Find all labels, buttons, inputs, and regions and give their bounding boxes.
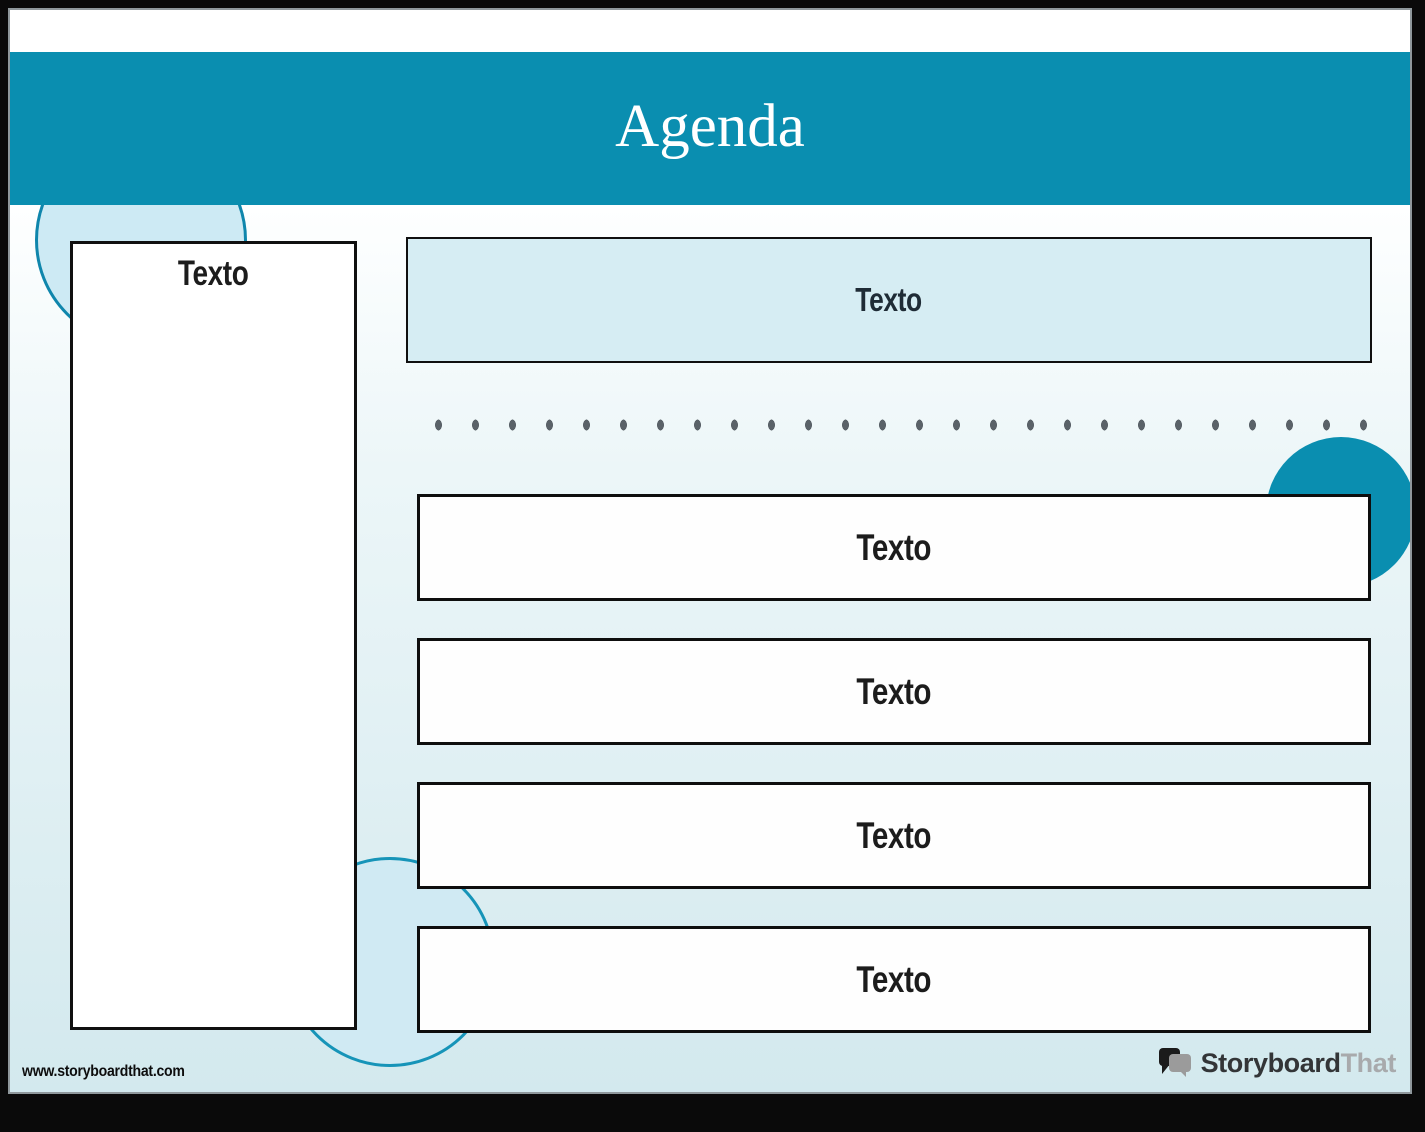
title-banner: Agenda <box>10 52 1410 205</box>
agenda-row-1[interactable]: Texto <box>417 494 1371 601</box>
brand-primary: Storyboard <box>1200 1047 1341 1078</box>
slide-canvas: Agenda Texto Texto Texto Texto Texto Tex… <box>8 8 1412 1094</box>
speech-bubbles-icon <box>1158 1048 1191 1077</box>
agenda-rows: Texto Texto Texto Texto <box>417 494 1371 1070</box>
sidebar-text-label: Texto <box>178 254 249 293</box>
header-text-label: Texto <box>855 281 923 318</box>
agenda-row-3[interactable]: Texto <box>417 782 1371 889</box>
sidebar-text-box[interactable]: Texto <box>70 241 357 1030</box>
agenda-row-label: Texto <box>856 526 932 568</box>
storyboardthat-logo: StoryboardThat <box>1158 1047 1396 1079</box>
agenda-row-2[interactable]: Texto <box>417 638 1371 745</box>
agenda-row-label: Texto <box>856 670 932 712</box>
page-title: Agenda <box>615 93 805 160</box>
top-white-strip <box>10 10 1410 52</box>
brand-wordmark: StoryboardThat <box>1200 1047 1397 1079</box>
website-url: www.storyboardthat.com <box>22 1063 185 1080</box>
header-text-box[interactable]: Texto <box>406 237 1372 363</box>
brand-secondary: That <box>1340 1047 1397 1078</box>
agenda-row-4[interactable]: Texto <box>417 926 1371 1033</box>
dotted-divider <box>420 417 1382 433</box>
agenda-row-label: Texto <box>856 958 932 1000</box>
template-body: Texto Texto Texto Texto Texto Texto www.… <box>10 205 1410 1092</box>
agenda-row-label: Texto <box>856 814 932 856</box>
